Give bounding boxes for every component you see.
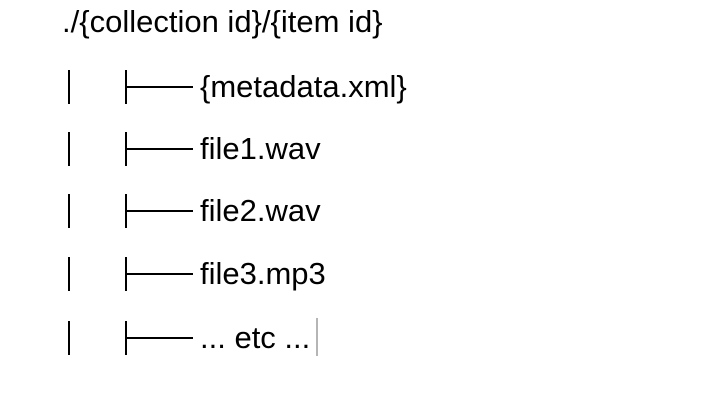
tree-entry: file3.mp3 [0, 250, 720, 300]
tree-branch-horizontal [125, 210, 193, 212]
tree-entry-label: ... etc ... [200, 320, 311, 355]
tree-entry: file2.wav [0, 187, 720, 237]
tree-entry: {metadata.xml} [0, 63, 720, 113]
tree-entry-label: file2.wav [200, 193, 321, 228]
tree-pipe-connector [68, 132, 70, 166]
tree-pipe-connector [68, 321, 70, 355]
tree-entry-label: file1.wav [200, 131, 321, 166]
tree-entry-label-wrapper: ... etc ... [200, 318, 319, 358]
tree-root-path: ./{collection id}/{item id} [62, 4, 383, 39]
tree-entry-label: file3.mp3 [200, 256, 326, 291]
tree-branch-horizontal [125, 148, 193, 150]
tree-entry: ... etc ... [0, 314, 720, 364]
tree-branch-horizontal [125, 337, 193, 339]
tree-pipe-connector [68, 194, 70, 228]
tree-branch-horizontal [125, 86, 193, 88]
text-cursor [316, 318, 319, 356]
tree-pipe-connector [68, 70, 70, 104]
tree-branch-horizontal [125, 273, 193, 275]
tree-entry: file1.wav [0, 125, 720, 175]
tree-entry-label: {metadata.xml} [200, 69, 407, 104]
tree-pipe-connector [68, 257, 70, 291]
